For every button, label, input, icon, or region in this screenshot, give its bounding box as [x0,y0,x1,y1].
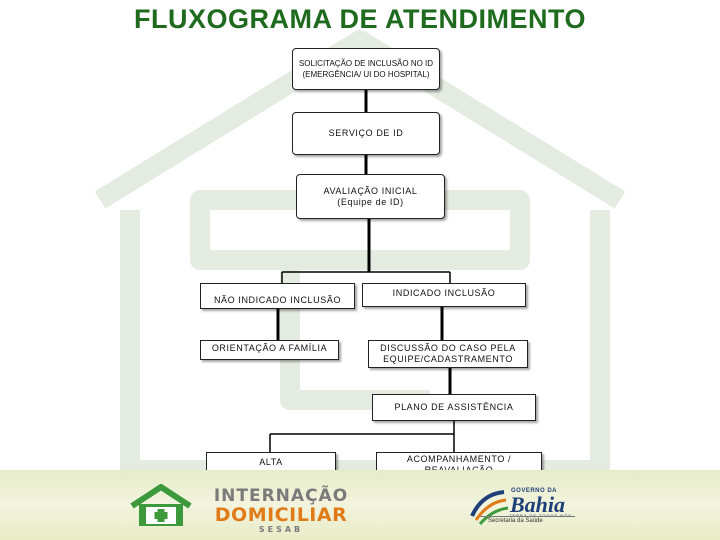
home-care-logo-text: INTERNAÇÃO DOMICILIAR SESAB [196,487,366,535]
node-solicitacao-line2: (EMERGÊNCIA/ UI DO HOSPITAL) [302,70,430,79]
node-discussao-line2: EQUIPE/CADASTRAMENTO [383,354,513,364]
node-avaliacao-line1: AVALIAÇÃO INICIAL [323,185,418,196]
node-nao-indicado-label: NÃO INDICADO INCLUSÃO [213,295,342,305]
node-discussao-line1: DISCUSSÃO DO CASO PELA [380,343,516,353]
logo-secretaria-label: Secretaria da Saúde [488,518,543,524]
bahia-government-logo-icon [470,490,509,525]
logo-tagline: TERRA DE TODOS NÓS [509,513,572,518]
node-servico: SERVIÇO DE ID [292,112,440,155]
node-indicado: INDICADO INCLUSÃO [362,283,526,307]
node-solicitacao-line1: SOLICITAÇÃO DE INCLUSÃO NO ID [298,59,434,68]
node-nao-indicado: NÃO INDICADO INCLUSÃO [200,283,355,309]
logo-bahia-label: Bahia [510,492,566,517]
node-avaliacao: AVALIAÇÃO INICIAL (Equipe de ID) [296,174,445,219]
node-alta-label: ALTA [259,457,283,467]
node-plano-label: PLANO DE ASSISTÊNCIA [394,402,514,412]
node-acompanhamento-line1: ACOMPANHAMENTO / [406,454,512,464]
logo-gov-label: GOVERNO DA [511,488,558,494]
node-alta: ALTA [206,452,336,472]
node-solicitacao: SOLICITAÇÃO DE INCLUSÃO NO ID (EMERGÊNCI… [292,48,440,90]
footer-band [0,470,720,540]
node-discussao: DISCUSSÃO DO CASO PELA EQUIPE/CADASTRAME… [368,340,528,368]
logo-divider [480,516,575,517]
home-care-logo-icon [130,484,192,526]
logo-line-domiciliar: DOMICILIAR [214,504,348,526]
node-indicado-label: INDICADO INCLUSÃO [392,288,496,298]
node-avaliacao-line2: (Equipe de ID) [337,196,404,207]
node-orientacao-label: ORIENTAÇÃO A FAMÍLIA [211,343,328,353]
node-servico-label: SERVIÇO DE ID [328,128,404,138]
flowchart-title: FLUXOGRAMA DE ATENDIMENTO [134,4,586,34]
node-orientacao: ORIENTAÇÃO A FAMÍLIA [200,340,339,360]
logo-line-sesab: SESAB [258,525,304,534]
node-plano: PLANO DE ASSISTÊNCIA [372,394,536,421]
logo-line-internacao: INTERNAÇÃO [213,486,349,506]
